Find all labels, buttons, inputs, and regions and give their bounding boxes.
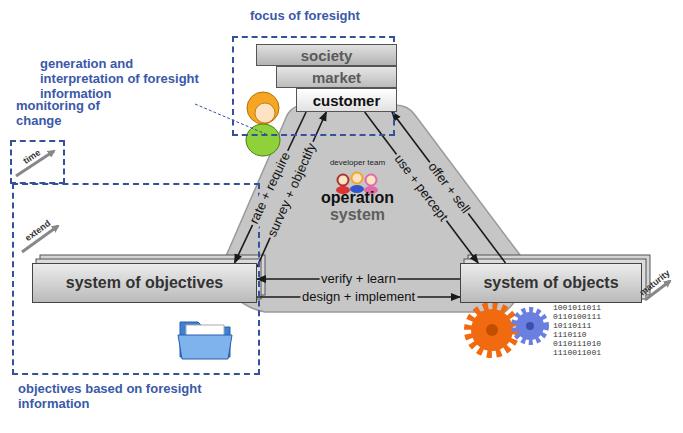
layer-bar: market — [276, 66, 397, 88]
layer-bar: society — [256, 44, 397, 66]
person-body — [246, 124, 280, 156]
bar-text: society — [301, 47, 353, 64]
box-text: system of objectives — [66, 274, 223, 292]
operation-system: developer team operation system — [305, 158, 410, 238]
callout-text: generation and interpretation of foresig… — [40, 56, 210, 101]
layer-bar: customer — [296, 88, 397, 112]
binary-code: 1110110 — [553, 330, 587, 339]
blue-gear — [516, 312, 544, 340]
customer-person — [246, 92, 280, 156]
flow-label: design + implement — [300, 290, 417, 304]
folder-icon — [178, 322, 232, 359]
binary-code: 1110011001 — [553, 348, 601, 357]
flow-label: verify + learn — [319, 272, 398, 286]
blue-gear — [514, 310, 546, 342]
person-hair — [247, 92, 279, 124]
box-text: system of objects — [483, 274, 618, 292]
binary-code: 0110111010 — [553, 339, 601, 348]
team-text: developer team — [330, 158, 385, 167]
system-title: operation system — [312, 189, 404, 223]
orange-gear — [471, 309, 513, 351]
system-box: system of objectives — [32, 263, 257, 303]
objectives-region: objectives based on foresight informatio… — [12, 183, 260, 375]
region-heading: focus of foresight — [250, 8, 360, 23]
bar-text: market — [312, 69, 361, 86]
region-heading: monitoring of change — [16, 98, 126, 128]
gears — [468, 306, 546, 354]
flow-arrow — [392, 112, 506, 263]
monitoring-region: monitoring of change — [10, 140, 65, 184]
bar-text: customer — [313, 92, 381, 109]
folder-front — [178, 335, 232, 359]
dev-head — [352, 173, 363, 184]
focus-region: focus of foresightsocietymarketcustomer — [232, 36, 395, 136]
binary-code: 10110111 — [553, 321, 591, 330]
gear-hole — [526, 322, 534, 330]
region-caption: objectives based on foresight informatio… — [18, 381, 248, 411]
system-box: system of objects — [460, 263, 642, 303]
binary-code: 1001011011 — [553, 303, 601, 312]
binary-code: 0110100111 — [553, 312, 601, 321]
dev-head — [366, 175, 377, 186]
gear-hole — [486, 324, 498, 336]
orange-gear — [468, 306, 516, 354]
dev-head — [338, 175, 349, 186]
person-face — [255, 103, 275, 123]
